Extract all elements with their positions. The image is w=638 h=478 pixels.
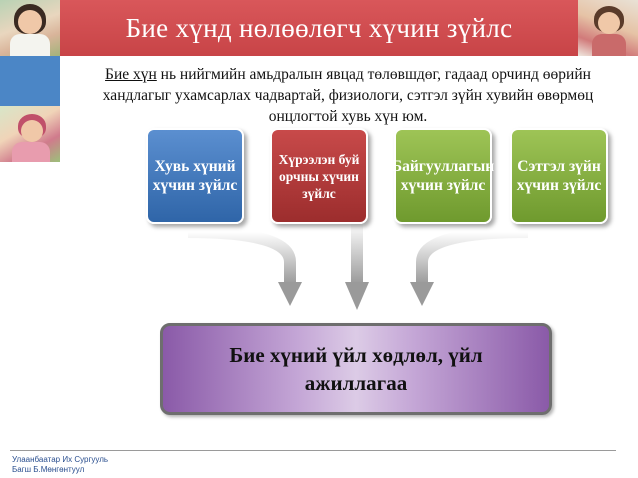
factor-label-environment: Хүрээлэн буй орчны хүчин зүйлс bbox=[272, 151, 366, 202]
factor-label-psychology: Сэтгэл зүйн хүчин зүйлс bbox=[512, 157, 606, 195]
result-label: Бие хүний үйл хөдлөл, үйл ажиллагаа bbox=[191, 341, 521, 397]
footer-teacher: Багш Б.Мөнгөнтуул bbox=[12, 465, 108, 475]
footer: Улаанбаатар Их Сургууль Багш Б.Мөнгөнтуу… bbox=[12, 455, 108, 475]
result-box: Бие хүний үйл хөдлөл, үйл ажиллагаа bbox=[160, 323, 552, 415]
arrow-right-head bbox=[410, 282, 434, 306]
factor-box-environment: Хүрээлэн буй орчны хүчин зүйлс bbox=[270, 128, 368, 224]
factor-label-organization: Байгууллагын хүчин зүйлс bbox=[388, 157, 498, 195]
factor-label-individual: Хувь хүний хүчин зүйлс bbox=[148, 157, 242, 195]
footer-university: Улаанбаатар Их Сургууль bbox=[12, 455, 108, 465]
footer-divider bbox=[10, 450, 616, 451]
arrow-center-head bbox=[345, 282, 369, 310]
arrow-left-curve bbox=[188, 232, 290, 284]
arrow-center-shaft bbox=[351, 222, 363, 284]
factor-box-psychology: Сэтгэл зүйн хүчин зүйлс bbox=[510, 128, 608, 224]
arrow-left-head bbox=[278, 282, 302, 306]
factor-box-individual: Хувь хүний хүчин зүйлс bbox=[146, 128, 244, 224]
arrow-right-curve bbox=[422, 232, 528, 284]
factor-box-organization: Байгууллагын хүчин зүйлс bbox=[394, 128, 492, 224]
